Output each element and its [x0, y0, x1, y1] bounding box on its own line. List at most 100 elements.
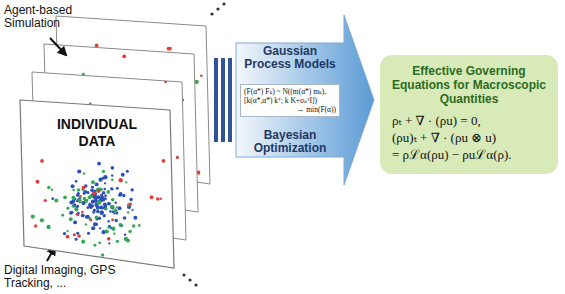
method-title: Gaussian Process Models [238, 45, 342, 71]
scatter-dot [113, 208, 117, 212]
scatter-dot [107, 237, 111, 241]
scatter-dot [111, 205, 115, 209]
scatter-dot [104, 188, 107, 191]
scatter-dot [66, 235, 70, 239]
bar [221, 58, 225, 142]
scatter-dot [81, 240, 85, 244]
scatter-dot [119, 178, 123, 182]
scatter-dot [111, 178, 114, 181]
scatter-dot [108, 225, 111, 228]
scatter-dot [77, 188, 81, 192]
scatter-dot [66, 230, 68, 232]
scatter-dot [124, 237, 128, 241]
scatter-dot [116, 240, 119, 243]
scatter-dot [111, 188, 114, 191]
layer-sheet [20, 100, 174, 268]
scatter-dot [71, 196, 75, 200]
scatter-dot [103, 214, 106, 217]
scatter-dot [123, 216, 127, 220]
scatter-dot [101, 206, 104, 209]
scatter-dot [109, 210, 112, 213]
scatter-dot [85, 223, 87, 225]
scatter-dot [128, 230, 131, 233]
scatter-dot [95, 182, 99, 186]
scatter-dot [113, 233, 115, 235]
scatter-dot [91, 186, 94, 189]
scatter-dot [104, 207, 107, 210]
scatter-dot [102, 170, 105, 173]
scatter-dot [92, 181, 95, 184]
scatter-dot [83, 197, 86, 200]
scatter-dot [104, 182, 106, 184]
scatter-dot [95, 216, 99, 220]
scatter-dot [34, 224, 37, 227]
callout-label: Digital Imaging, GPS Tracking, ... [4, 264, 134, 290]
scatter-dot [103, 175, 107, 179]
scatter-dot [97, 189, 101, 193]
scatter-dot [63, 232, 66, 235]
title-group: Bayesian Optimization [238, 129, 342, 155]
scatter-dot [89, 219, 92, 222]
scatter-dot [75, 238, 78, 241]
scatter-dot [131, 188, 134, 191]
scatter-dot [156, 197, 160, 201]
scatter-dot [132, 224, 135, 227]
scatter-dot [92, 191, 96, 195]
scatter-dot [95, 44, 99, 48]
callout-label: Agent-based Simulation [4, 4, 84, 30]
scatter-dot [85, 215, 89, 219]
dot [194, 283, 197, 286]
bar [214, 58, 218, 142]
scatter-dot [111, 167, 114, 170]
scatter-dot [97, 162, 101, 166]
scatter-dot [96, 210, 100, 214]
scatter-dot [73, 233, 76, 236]
scatter-dot [61, 214, 64, 217]
scatter-dot [104, 194, 107, 197]
scatter-dot [82, 186, 86, 190]
scatter-dot [107, 202, 110, 205]
scatter-dot [98, 241, 101, 244]
scatter-dot [70, 258, 72, 260]
leader-arrow [50, 38, 66, 55]
scatter-dot [91, 180, 95, 184]
title-group: Gaussian Process Models [238, 45, 342, 71]
scatter-dot [122, 54, 126, 58]
scatter-dot [168, 47, 172, 51]
scatter-dot [81, 211, 84, 214]
scatter-dot [91, 226, 95, 230]
formula-text: → min(F(α)) [244, 105, 336, 114]
scatter-dot [73, 220, 76, 223]
scatter-dot [73, 221, 77, 225]
process-arrow: Gaussian Process Models (F(α*) Fₖ) ~ N((m… [236, 15, 374, 185]
scatter-dot [97, 200, 101, 204]
scatter-dot [107, 202, 111, 206]
scatter-dot [66, 207, 69, 210]
scatter-dot [127, 211, 130, 214]
equation-line: ρₜ + ∇ · (ρu) = 0, [388, 112, 550, 129]
scatter-dot [88, 196, 92, 200]
divider-bars [214, 58, 232, 142]
bar [228, 58, 232, 142]
scatter-dot [133, 216, 137, 220]
scatter-dot [54, 198, 58, 202]
dot [216, 7, 219, 10]
scatter-dot [159, 197, 161, 199]
formula-box: (F(α*) Fₖ) ~ N((m(α*) mₖ), [k(α*,α*) kᵀ;… [240, 84, 340, 117]
scatter-dot [88, 204, 91, 207]
scatter-dot [69, 201, 73, 205]
scatter-dot [95, 197, 97, 199]
scatter-dot [162, 159, 166, 163]
scatter-dot [111, 218, 114, 221]
scatter-dot [74, 207, 78, 211]
scatter-dot [36, 180, 40, 184]
scatter-dot [111, 174, 113, 176]
scatter-dot [31, 215, 35, 219]
scatter-dot [106, 190, 110, 194]
dot [182, 273, 185, 276]
scatter-dot [150, 195, 154, 199]
scatter-dot [44, 199, 47, 202]
scatter-dot [63, 195, 67, 199]
scatter-dot [129, 198, 132, 201]
